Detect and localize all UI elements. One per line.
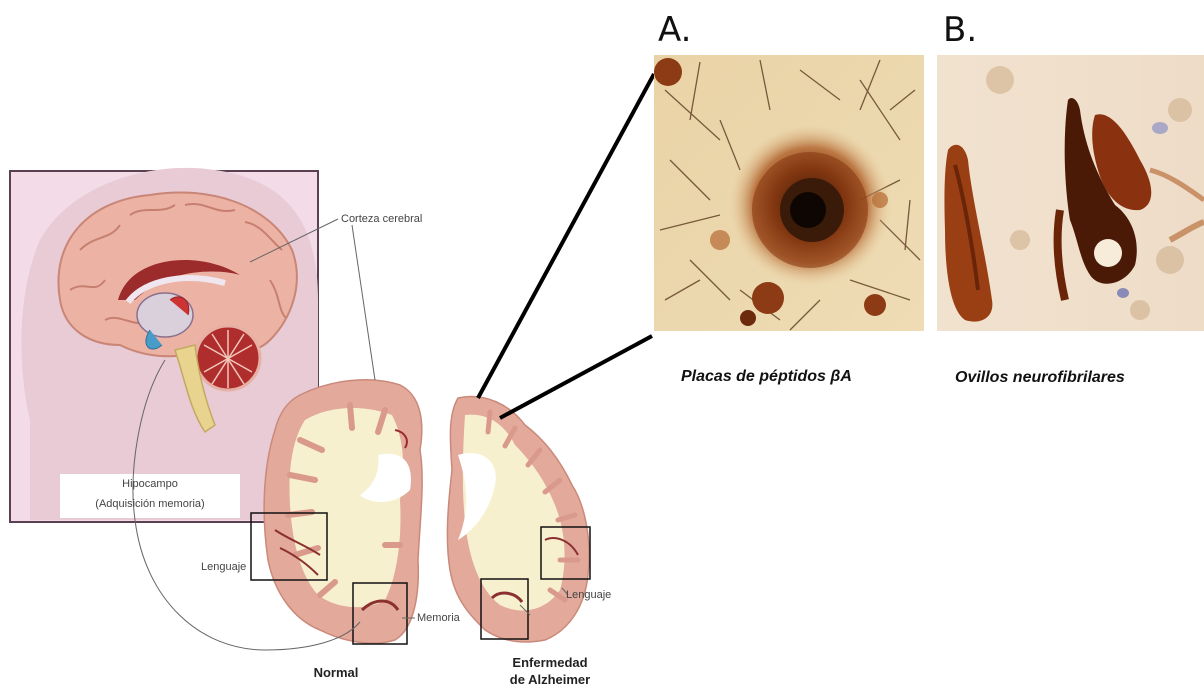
coronal-alzheimer xyxy=(447,397,589,642)
zoom-lines xyxy=(478,74,654,418)
cortex-label: Corteza cerebral xyxy=(341,213,422,225)
normal-label: Normal xyxy=(296,664,376,681)
hippocampus-label: Hipocampo xyxy=(60,478,240,490)
memory-label: Memoria xyxy=(417,612,460,624)
panel-a-caption: Placas de péptidos βA xyxy=(681,368,852,386)
micrograph-plaques xyxy=(654,55,924,331)
hippocampus-sublabel: (Adquisición memoria) xyxy=(60,498,240,510)
panel-a-letter: A. xyxy=(658,10,691,50)
coronal-normal xyxy=(264,380,422,643)
language-label-right: Lenguaje xyxy=(566,589,611,601)
panel-b-letter: B. xyxy=(943,10,977,50)
alzheimer-label-line2: de Alzheimer xyxy=(490,671,610,688)
micrograph-tangles xyxy=(937,55,1204,331)
alzheimer-label-line1: Enfermedad xyxy=(490,654,610,671)
panel-b-caption: Ovillos neurofibrilares xyxy=(955,369,1125,387)
language-label-left: Lenguaje xyxy=(201,561,246,573)
